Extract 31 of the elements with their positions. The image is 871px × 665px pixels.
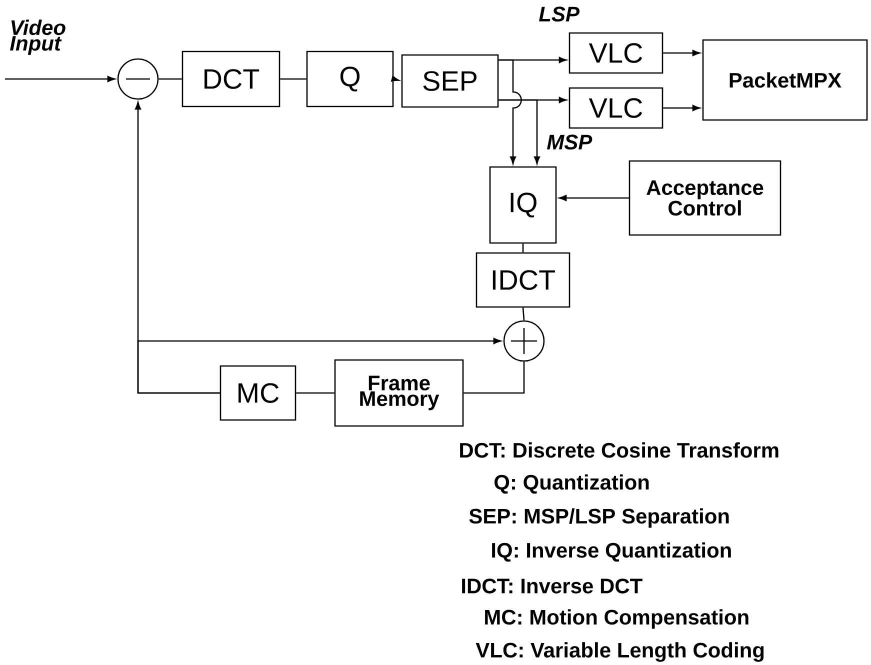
definition-text: IDCT: Inverse DCT [462,578,642,594]
arrow [498,59,522,164]
adder-circle [503,320,545,362]
process-box: IDCT [476,252,570,308]
arrow [391,76,400,82]
process-box: VLC [568,32,664,74]
definition-text: DCT: Discrete Cosine Transform [460,442,778,458]
arrow [663,104,700,112]
arrow [663,50,700,56]
process-box: Frame Memory [334,359,464,427]
process-box: MC [220,365,296,421]
edge-label: MSP [547,134,592,150]
process-box: VLC [568,87,664,129]
process-box: SEP [401,54,499,108]
process-box: Q [306,50,394,108]
definition-text: SEP: MSP/LSP Separation [469,508,729,528]
definition-text: IQ: Inverse Quantization [492,542,731,562]
definition-text: MC: Motion Compensation [485,609,748,629]
subtractor-circle [117,58,159,100]
process-box: Acceptance Control [628,160,782,236]
arrow [498,99,540,164]
edge-label: LSP [539,6,580,22]
arrow [5,76,116,82]
arrow [558,194,629,202]
definition-text: VLC: Variable Length Coding [476,642,764,662]
edge-label: Video Input [10,20,66,55]
process-box: IQ [489,166,557,244]
process-box: DCT [182,50,280,108]
process-box: PacketMPX [702,39,868,121]
arrow [137,338,502,394]
definition-text: Q: Quantization [494,474,649,494]
